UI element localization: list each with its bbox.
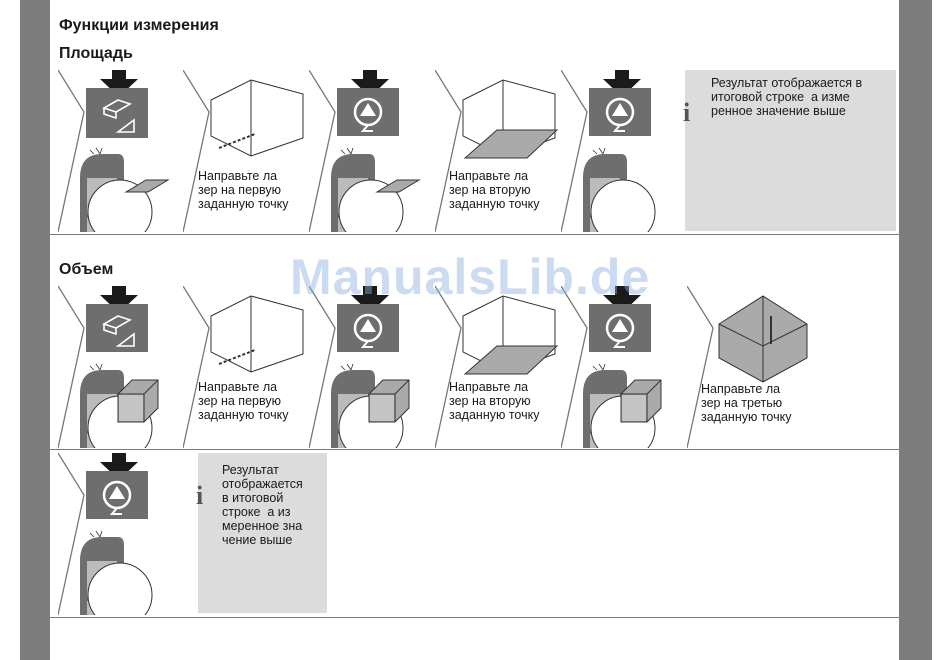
step-volume-point-2: Направьте ла зер на вторую заданную точк…: [435, 286, 561, 448]
area-step-1-caption: Направьте ла зер на первую заданную точк…: [198, 169, 289, 211]
volume-result-note: i Результат отображается в итоговой стро…: [196, 453, 327, 613]
area-result-note: i Результат отображается в итоговой стро…: [683, 70, 896, 231]
step-area-result: [561, 70, 685, 232]
volume-step-3-caption: Направьте ла зер на третью заданную точк…: [701, 382, 792, 424]
step-volume-point-1: Направьте ла зер на первую заданную точк…: [183, 286, 309, 448]
watermark: ManualsLib.de: [290, 249, 651, 305]
right-margin-bar: [899, 0, 932, 660]
step-volume-select: [58, 286, 183, 448]
step-volume-point-3: Направьте ла зер на третью заданную точк…: [687, 286, 815, 448]
volume-function-icon: [58, 286, 159, 448]
step-area-point-2: Направьте ла зер на вторую заданную точк…: [435, 70, 561, 232]
info-icon: i: [196, 481, 204, 510]
volume-heading: Объем: [59, 261, 114, 278]
measure-button-icon: [309, 70, 421, 232]
measure-button-icon: [561, 70, 656, 232]
step-area-point-1: Направьте ла зер на первую заданную точк…: [183, 70, 309, 232]
room-corner-icon: [183, 286, 304, 448]
volume-step-2-caption: Направьте ла зер на вторую заданную точк…: [449, 380, 540, 422]
step-area-measure-1: [309, 70, 435, 232]
left-margin-bar: [20, 0, 50, 660]
info-icon: i: [683, 98, 691, 127]
room-corner-icon: [435, 286, 559, 448]
volume-note-text: Результат отображается в итоговой строке…: [222, 463, 303, 547]
section-divider: [50, 617, 899, 618]
step-volume-measure-1: [309, 286, 435, 448]
area-heading: Площадь: [59, 45, 133, 62]
step-volume-measure-2: [561, 286, 687, 448]
room-corner-icon: [687, 286, 808, 448]
measure-button-icon: [561, 286, 662, 448]
area-step-2-caption: Направьте ла зер на вторую заданную точк…: [449, 169, 540, 211]
step-area-select: [58, 70, 183, 232]
measure-button-icon: [58, 453, 153, 615]
page-title: Функции измерения: [59, 17, 219, 34]
section-divider: [50, 234, 899, 235]
step-volume-result: [58, 453, 184, 615]
room-corner-icon: [183, 70, 304, 232]
room-corner-icon: [435, 70, 559, 232]
area-function-icon: [58, 70, 170, 232]
section-divider: [50, 449, 899, 450]
volume-step-1-caption: Направьте ла зер на первую заданную точк…: [198, 380, 289, 422]
measure-button-icon: [309, 286, 410, 448]
area-note-text: Результат отображается в итоговой строке…: [711, 76, 863, 118]
